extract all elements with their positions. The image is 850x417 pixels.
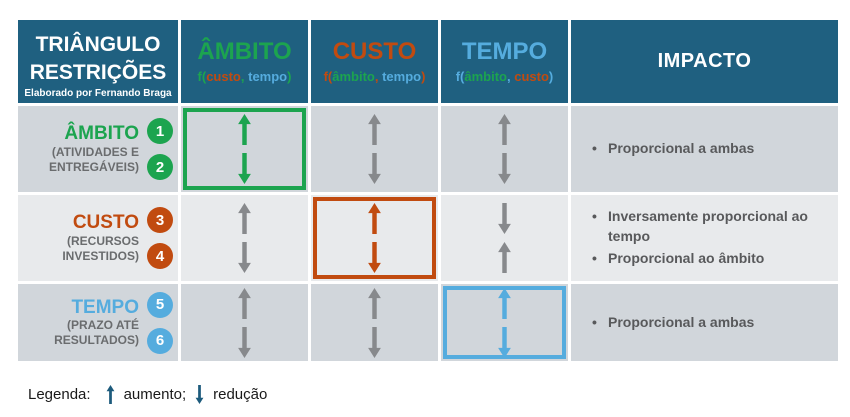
impact-header-label: IMPACTO <box>657 50 752 72</box>
column-header-custo: CUSTO f(âmbito, tempo) <box>311 20 438 103</box>
formula-part: f( <box>197 68 207 84</box>
formula-part: ) <box>421 68 426 84</box>
impact-text: Proporcional ao âmbito <box>608 250 765 267</box>
formula-part: , <box>240 68 249 84</box>
legend-label: Legenda: <box>28 386 91 403</box>
formula-part: , <box>507 68 515 84</box>
row-title: CUSTO <box>72 212 139 234</box>
row-subtitle: (ATIVIDADES E ENTREGÁVEIS) <box>48 144 139 174</box>
formula-part: tempo <box>248 68 288 84</box>
impact-cell-tempo: • Proporcional a ambas <box>571 284 838 361</box>
number-badge: 1 <box>147 118 173 144</box>
up-arrow-icon <box>367 287 382 319</box>
impact-bullet-item: • Proporcional a ambas <box>581 139 830 159</box>
up-arrow-icon <box>237 287 252 319</box>
table-header-title-cell: TRIÂNGULO RESTRIÇÕES Elaborado por Ferna… <box>18 20 178 103</box>
down-arrow-icon <box>237 326 252 358</box>
down-arrow-icon <box>237 153 252 184</box>
column-header-formula: f(âmbito, custo) <box>456 69 554 84</box>
matrix-cell-tempo-ambito <box>181 284 308 361</box>
table-title: TRIÂNGULO RESTRIÇÕES <box>29 33 167 84</box>
formula-part: f( <box>455 68 465 84</box>
matrix-cell-ambito-ambito <box>181 106 308 192</box>
down-arrow-icon <box>497 203 512 234</box>
up-arrow-icon <box>367 203 382 234</box>
legend-item-text: redução <box>213 386 268 403</box>
impact-text: Proporcional a ambas <box>608 140 755 157</box>
bullet-icon: • <box>592 208 597 225</box>
up-arrow-icon <box>237 203 252 234</box>
row-label-text: ÂMBITO(ATIVIDADES E ENTREGÁVEIS) <box>23 123 139 175</box>
row-title: ÂMBITO <box>64 123 139 145</box>
number-badge: 4 <box>147 243 173 269</box>
row-subtitle: (PRAZO ATÉ RESULTADOS) <box>54 318 139 348</box>
formula-part: f( <box>323 68 333 84</box>
up-arrow-icon <box>497 287 512 319</box>
impact-bullet-item: • Proporcional a ambas <box>581 313 830 333</box>
row-label-text: TEMPO(PRAZO ATÉ RESULTADOS) <box>23 297 139 349</box>
formula-part: custo <box>514 68 549 84</box>
bullet-icon: • <box>592 313 597 330</box>
legend-item-text: aumento; <box>123 386 187 403</box>
impact-cell-ambito: • Proporcional a ambas <box>571 106 838 192</box>
row-title: TEMPO <box>71 296 139 318</box>
column-header-ambito: ÂMBITO f(custo, tempo) <box>181 20 308 103</box>
down-arrow-icon <box>367 153 382 184</box>
number-badge: 6 <box>147 327 173 354</box>
table-credit: Elaborado por Fernando Braga <box>24 88 172 99</box>
column-header-formula: f(âmbito, tempo) <box>324 69 426 84</box>
formula-part: , <box>374 68 383 84</box>
matrix-cell-ambito-custo <box>311 106 438 192</box>
down-arrow-icon <box>237 242 252 273</box>
formula-part: ) <box>287 68 292 84</box>
number-badge: 5 <box>147 291 173 318</box>
matrix-cell-custo-tempo <box>441 195 568 281</box>
formula-part: custo <box>206 68 241 84</box>
row-subtitle: (RECURSOS INVESTIDOS) <box>62 233 139 263</box>
up-arrow-icon <box>497 242 512 273</box>
matrix-cell-tempo-tempo <box>441 284 568 361</box>
formula-part: âmbito <box>332 68 375 84</box>
column-header-tempo: TEMPO f(âmbito, custo) <box>441 20 568 103</box>
bullet-icon: • <box>592 250 597 267</box>
column-header-name: ÂMBITO <box>197 38 292 66</box>
legend: Legenda: aumento; redução <box>28 385 267 404</box>
up-arrow-icon <box>497 114 512 145</box>
column-header-name: TEMPO <box>461 38 548 66</box>
impact-bullet-item: • Proporcional ao âmbito <box>581 249 830 269</box>
up-arrow-icon <box>106 385 115 404</box>
matrix-cell-custo-custo <box>311 195 438 281</box>
matrix-cell-tempo-custo <box>311 284 438 361</box>
row-label-text: CUSTO(RECURSOS INVESTIDOS) <box>23 212 139 264</box>
down-arrow-icon <box>195 385 204 404</box>
formula-part: tempo <box>382 68 422 84</box>
formula-part: ) <box>548 68 554 84</box>
impact-bullet-item: • Inversamente proporcional ao tempo <box>581 207 830 246</box>
formula-part: âmbito <box>464 68 508 84</box>
constraints-matrix: TRIÂNGULO RESTRIÇÕES Elaborado por Ferna… <box>18 20 838 361</box>
down-arrow-icon <box>497 326 512 358</box>
matrix-cell-custo-ambito <box>181 195 308 281</box>
column-header-impacto: IMPACTO <box>571 20 838 103</box>
column-header-name: CUSTO <box>332 38 417 66</box>
up-arrow-icon <box>237 114 252 145</box>
matrix-cell-ambito-tempo <box>441 106 568 192</box>
down-arrow-icon <box>367 242 382 273</box>
impact-text: Proporcional a ambas <box>608 313 755 330</box>
down-arrow-icon <box>367 326 382 358</box>
number-badge: 3 <box>147 207 173 233</box>
down-arrow-icon <box>497 153 512 184</box>
up-arrow-icon <box>367 114 382 145</box>
bullet-icon: • <box>592 140 597 157</box>
impact-text: Inversamente proporcional ao tempo <box>608 208 808 244</box>
column-header-formula: f(custo, tempo) <box>198 69 292 84</box>
number-badge: 2 <box>147 154 173 180</box>
impact-cell-custo: • Inversamente proporcional ao tempo • Prop… <box>571 195 838 281</box>
